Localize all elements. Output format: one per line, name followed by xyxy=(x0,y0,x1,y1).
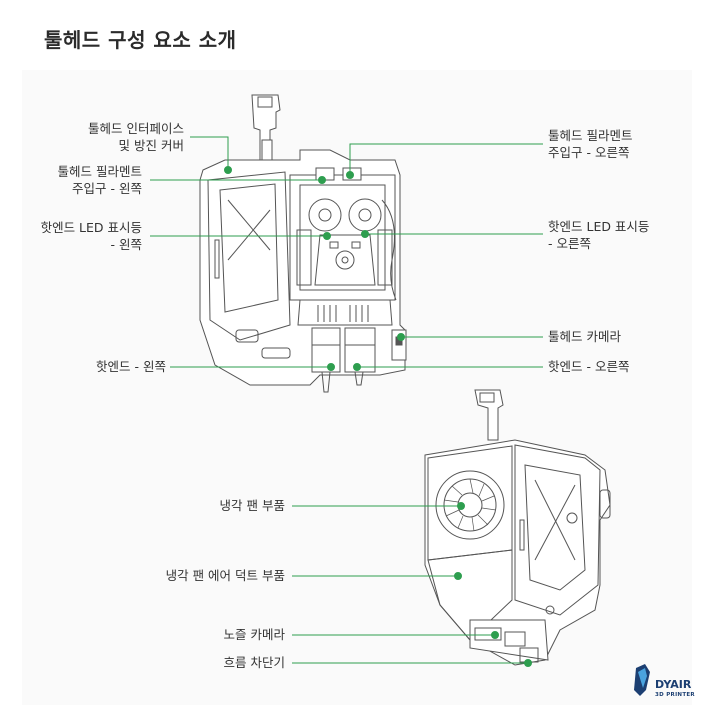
logo-name: DYAIR xyxy=(655,678,692,691)
logo-sub: 3D PRINTER xyxy=(655,692,695,698)
label-interface-cover: 툴헤드 인터페이스 및 방진 커버 xyxy=(88,121,184,153)
label-toolhead-camera: 툴헤드 카메라 xyxy=(548,329,621,344)
label-hotend-led-right: 핫엔드 LED 표시등 - 오른쪽 xyxy=(548,219,650,251)
dyair-logo-icon xyxy=(634,664,650,696)
toolhead-rear-drawing xyxy=(424,389,611,666)
label-hotend-left: 핫엔드 - 왼쪽 xyxy=(96,359,166,374)
page-title: 툴헤드 구성 요소 소개 xyxy=(44,28,237,52)
label-hotend-right: 핫엔드 - 오른쪽 xyxy=(548,359,630,374)
label-filament-inlet-left: 툴헤드 필라멘트 주입구 - 왼쪽 xyxy=(57,164,142,196)
label-nozzle-camera: 노즐 카메라 xyxy=(223,627,285,642)
toolhead-front-drawing xyxy=(199,94,407,393)
label-cooling-fan: 냉각 팬 부품 xyxy=(219,498,285,513)
label-cooling-duct: 냉각 팬 에어 덕트 부품 xyxy=(165,568,285,583)
label-flow-blocker: 흐름 차단기 xyxy=(223,655,285,670)
logo-wordmark: DYAIR 3D PRINTER xyxy=(655,678,695,700)
label-filament-inlet-right: 툴헤드 필라멘트 주입구 - 오른쪽 xyxy=(548,128,633,160)
callout-lines xyxy=(150,136,543,667)
label-hotend-led-left: 핫엔드 LED 표시등 - 왼쪽 xyxy=(40,220,142,252)
